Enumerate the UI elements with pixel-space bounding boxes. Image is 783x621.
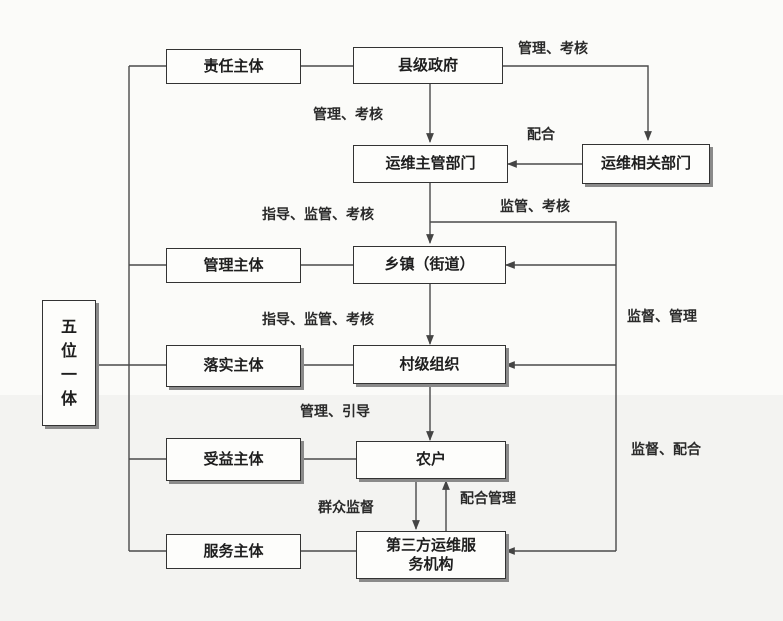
om-department-label: 运维主管部门	[385, 154, 476, 173]
village-organization-box: 村级组织	[353, 345, 506, 384]
edge-label-dept-to-township: 指导、监管、考核	[262, 207, 374, 223]
farmers-box: 农户	[356, 441, 506, 479]
role-responsibility-box: 责任主体	[166, 49, 301, 84]
edge-label-dept-side: 监管、考核	[500, 199, 570, 215]
edge-label-farmers-to-third: 群众监督	[318, 500, 374, 516]
role-implementation-box: 落实主体	[166, 345, 301, 387]
five-in-one-box: 五 位 一 体	[42, 300, 96, 426]
role-beneficiary-box: 受益主体	[166, 438, 301, 481]
om-related-department-label: 运维相关部门	[600, 154, 691, 173]
edge-label-related-to-dept: 配合	[527, 127, 555, 143]
arrow-gov-to-related	[503, 65, 652, 141]
role-management-label: 管理主体	[203, 255, 264, 274]
edge-label-gov-to-dept: 管理、考核	[313, 107, 383, 123]
om-department-box: 运维主管部门	[353, 145, 508, 183]
county-government-box: 县级政府	[353, 47, 503, 84]
role-service-label: 服务主体	[203, 541, 264, 560]
edge-label-village-side: 监督、配合	[631, 442, 701, 458]
edge-label-third-to-farmers: 配合管理	[460, 491, 516, 507]
role-service-box: 服务主体	[166, 534, 301, 569]
edge-label-township-to-village: 指导、监管、考核	[262, 312, 374, 328]
role-management-box: 管理主体	[166, 248, 301, 283]
farmers-label: 农户	[415, 450, 446, 469]
edge-label-township-side: 监督、管理	[627, 309, 697, 325]
role-responsibility-label: 责任主体	[203, 56, 264, 75]
edge-label-gov-to-related: 管理、考核	[518, 41, 588, 57]
county-government-label: 县级政府	[397, 55, 458, 74]
scan-shading	[0, 395, 783, 621]
edge-label-village-to-farmers: 管理、引导	[300, 404, 370, 420]
five-in-one-char: 体	[60, 389, 77, 408]
role-beneficiary-label: 受益主体	[203, 449, 264, 468]
five-in-one-char: 一	[60, 365, 77, 384]
village-organization-label: 村级组织	[399, 354, 460, 373]
five-in-one-char: 五	[60, 317, 77, 336]
om-related-department-box: 运维相关部门	[582, 144, 710, 184]
township-label: 乡镇（街道）	[384, 255, 475, 274]
third-party-service-box: 第三方运维服务机构	[356, 531, 506, 579]
third-party-service-label: 第三方运维服务机构	[385, 535, 476, 574]
role-implementation-label: 落实主体	[203, 356, 264, 375]
township-box: 乡镇（街道）	[353, 246, 506, 284]
five-in-one-char: 位	[60, 341, 77, 360]
